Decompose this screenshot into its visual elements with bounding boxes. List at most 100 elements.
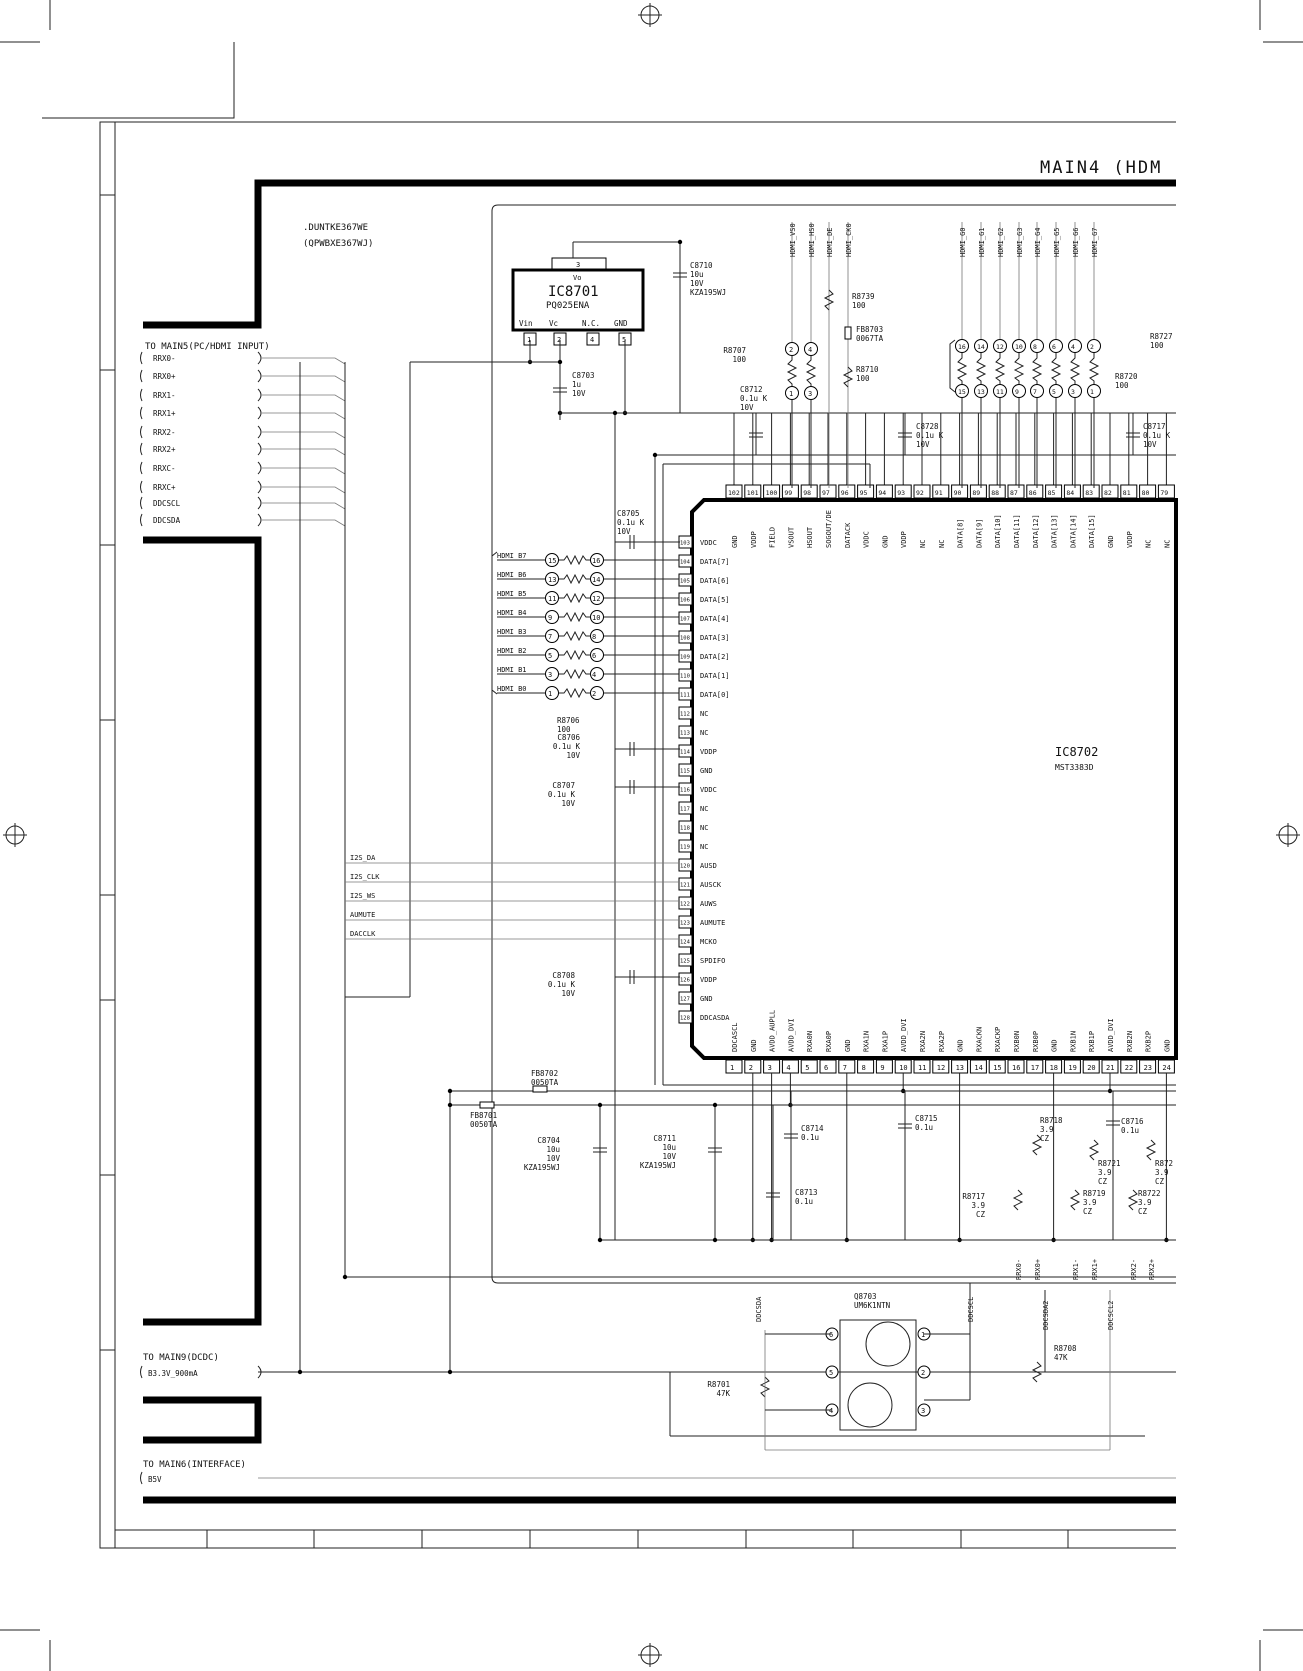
ic8701-pin-number: 4 <box>590 336 594 344</box>
array-pin-number: 11 <box>996 388 1004 396</box>
resistor-symbol <box>1088 1139 1100 1161</box>
ic8702-left-pin-label: AUSD <box>700 862 717 870</box>
ic8702-left-pin-number: 104 <box>680 560 691 566</box>
ic8702-left-pin-label: VDDC <box>700 539 717 547</box>
connector-bracket-left <box>140 388 143 402</box>
ic8702-bottom-pin-number: 23 <box>1144 1064 1152 1072</box>
ic8702-bottom-pin-label: RXA1P <box>881 1031 889 1052</box>
ic8702-left-pin-label: DATA[7] <box>700 558 730 566</box>
connector-bracket-right <box>257 425 262 439</box>
component-r8719: 3.9 <box>1083 1198 1097 1207</box>
component-r8707: R8707 <box>723 346 746 355</box>
junction-dot <box>677 239 683 245</box>
ic8702-left-pin <box>678 858 693 872</box>
array-pin-number: 7 <box>548 633 552 641</box>
array-pin-number: 4 <box>808 346 812 354</box>
component-c8710: C8710 <box>690 261 713 270</box>
array-pin <box>545 686 559 700</box>
array-pin-number: 4 <box>592 671 596 679</box>
component-c8713: 0.1u <box>795 1197 813 1206</box>
connector-bracket-right <box>257 513 262 527</box>
connector-wire <box>262 357 346 365</box>
array-pin-number: 16 <box>958 343 966 351</box>
ic8702-top-pin <box>1063 484 1081 499</box>
component-r8718: CZ <box>1040 1134 1050 1143</box>
ic8702-left-pin-number: 116 <box>680 788 690 794</box>
connector-main6-label: TO MAIN6(INTERFACE) <box>143 1460 246 1470</box>
net-label-top: HDMI_CK0 <box>845 223 853 257</box>
component-c8706: 10V <box>566 751 580 760</box>
component-c8712: 0.1u K <box>740 394 768 403</box>
component-c8707: C8707 <box>552 781 575 790</box>
resistor-symbol <box>1050 353 1062 384</box>
resistor-symbol <box>994 353 1006 384</box>
ic8702-left-pin-label: VDDC <box>700 786 717 794</box>
net-label-ddc: DDCSDA <box>755 1296 763 1322</box>
board-outline <box>143 179 1176 1504</box>
array-pin-number: 3 <box>548 671 552 679</box>
array-pin <box>785 342 799 356</box>
ic8702-top-pin-label: DATA[14] <box>1069 514 1077 548</box>
component-c8711: C8711 <box>653 1134 676 1143</box>
net-label: DACCLK <box>350 930 376 938</box>
ic8702-bottom-pin <box>819 1059 837 1074</box>
ic8702-bottom-pin-number: 20 <box>1087 1064 1095 1072</box>
connector-bracket-right <box>257 406 262 420</box>
connector-wire <box>262 448 346 456</box>
junction-dot <box>652 452 658 458</box>
connector-signal: RRX0+ <box>153 372 176 381</box>
ic8702-top-pin-number: 85 <box>1048 489 1056 497</box>
component-labels: C871010u10VKZA195WJC87031u10VR8739100FB8… <box>470 261 1173 1398</box>
array-pin-number: 15 <box>548 557 556 565</box>
array-pin <box>1012 339 1026 353</box>
connector-signal: B3.3V_900mA <box>148 1369 198 1378</box>
ic8702-chip: IC8702 MST3383D 102GND101VDDP100FIELD99V… <box>678 413 1178 1243</box>
q8703-pin <box>917 1365 931 1379</box>
ic8702-top-pin <box>1139 484 1157 499</box>
component-c8705: 10V <box>617 527 631 536</box>
array-pin <box>1030 384 1044 398</box>
connector-bracket-left <box>140 461 143 475</box>
component-c8703: C8703 <box>572 371 595 380</box>
component-c8713: C8713 <box>795 1188 818 1197</box>
component-c8717: 0.1u K <box>1143 431 1171 440</box>
component-c8705: 0.1u K <box>617 518 645 527</box>
ic8702-top-pin-number: 92 <box>916 489 924 497</box>
resistor-symbol <box>975 353 987 384</box>
component-r872x: 3.9 <box>1155 1168 1169 1177</box>
array-pin-number: 6 <box>592 652 596 660</box>
ferrite-bead <box>844 326 852 340</box>
connector-bracket-left <box>140 425 143 439</box>
ic8702-left-pin-number: 126 <box>680 978 690 984</box>
ic8702-left-pin <box>678 763 693 777</box>
part-number-alt: (QPWBXE367WJ) <box>303 239 373 249</box>
ic8702-top-pin-number: 99 <box>784 489 792 497</box>
component-r8720: R8720 <box>1115 372 1138 381</box>
ic8702-top-pin <box>988 484 1006 499</box>
array-pin-number: 15 <box>958 388 966 396</box>
ic8702-left-pin <box>678 839 693 853</box>
resistor-symbol <box>1031 1134 1043 1156</box>
ic8702-left-pin-number: 109 <box>680 655 690 661</box>
ic8702-left-pin-number: 113 <box>680 731 690 737</box>
component-c8708: 10V <box>561 989 575 998</box>
resistor-symbol <box>1127 1189 1139 1211</box>
ic8702-top-pin <box>913 484 931 499</box>
component-c8714: 0.1u <box>801 1133 819 1142</box>
net-label: HDMI_B2 <box>497 647 527 655</box>
resistor-symbol <box>1031 353 1043 384</box>
connector-bracket-left <box>140 351 143 365</box>
resistor-symbol <box>1012 1189 1024 1211</box>
array-pin-number: 13 <box>977 388 985 396</box>
component-r8701: R8701 <box>707 1380 730 1389</box>
array-pin <box>545 648 559 662</box>
ic8702-bottom-pin <box>857 1059 875 1074</box>
net-label: I2S_CLK <box>350 873 380 881</box>
part-number: .DUNTKE367WE <box>303 223 368 233</box>
array-pin <box>590 629 604 643</box>
bus-bracket <box>949 339 956 393</box>
connector-wire <box>262 486 346 494</box>
connector-bracket-right <box>257 496 262 510</box>
ic8702-left-pin-number: 119 <box>680 845 690 851</box>
